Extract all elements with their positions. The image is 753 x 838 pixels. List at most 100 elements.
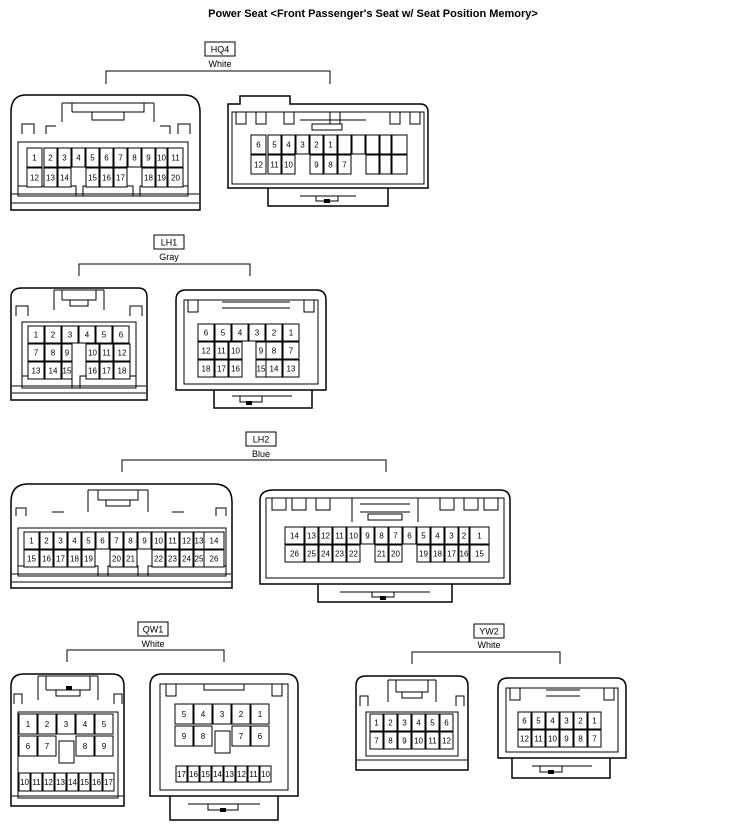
pin-cell bbox=[197, 323, 215, 342]
pin-number: 23 bbox=[335, 550, 344, 559]
pin-cell bbox=[247, 765, 260, 783]
pin-cell bbox=[155, 167, 168, 188]
pin-number: 11 bbox=[428, 737, 437, 746]
pin-cell bbox=[175, 765, 188, 783]
pin-cell bbox=[61, 361, 73, 380]
pin-number: 3 bbox=[255, 329, 260, 338]
pin-number: 12 bbox=[442, 737, 451, 746]
pin-number: 17 bbox=[102, 367, 111, 376]
pin-number: 2 bbox=[272, 329, 277, 338]
pin-number: 10 bbox=[88, 349, 97, 358]
pin-cell bbox=[167, 147, 184, 168]
pin-cell bbox=[265, 341, 283, 360]
pin-cell bbox=[174, 725, 194, 747]
pin-cell bbox=[75, 735, 95, 757]
pin-cell bbox=[374, 544, 389, 563]
pin-number: 7 bbox=[342, 161, 347, 170]
pin-cell bbox=[309, 134, 324, 155]
pin-cell bbox=[66, 772, 79, 792]
pin-number: 10 bbox=[157, 154, 166, 163]
pin-cell bbox=[323, 154, 338, 175]
pin-number: 5 bbox=[102, 720, 107, 729]
pin-cell bbox=[281, 134, 296, 155]
pin-number: 11 bbox=[270, 161, 279, 170]
pin-cell bbox=[458, 526, 470, 545]
pin-number: 8 bbox=[578, 735, 583, 744]
pin-cell bbox=[397, 731, 412, 750]
pin-number: 7 bbox=[239, 732, 244, 741]
pin-cell bbox=[517, 729, 532, 748]
pin-cell bbox=[113, 361, 131, 380]
pin-number: 17 bbox=[447, 550, 456, 559]
pin-number: 5 bbox=[421, 532, 426, 541]
pin-cell bbox=[78, 325, 96, 344]
pin-cell bbox=[365, 154, 380, 175]
pin-cell bbox=[197, 359, 215, 378]
pin-number: 2 bbox=[388, 719, 393, 728]
pin-number: 2 bbox=[314, 141, 319, 150]
pin-number: 17 bbox=[56, 555, 65, 564]
pin-number: 25 bbox=[307, 550, 316, 559]
pin-number: 10 bbox=[154, 537, 163, 546]
pin-cell bbox=[411, 731, 426, 750]
pin-number: 2 bbox=[578, 717, 583, 726]
pin-number: 9 bbox=[365, 532, 370, 541]
pin-cell bbox=[228, 341, 243, 360]
pin-cell bbox=[67, 549, 82, 568]
pin-cell bbox=[81, 531, 96, 550]
pin-number: 15 bbox=[257, 365, 266, 374]
pin-number: 3 bbox=[564, 717, 569, 726]
connector-lh2-id-box bbox=[245, 431, 277, 447]
pin-number: 1 bbox=[374, 719, 379, 728]
pin-cell bbox=[37, 735, 57, 757]
pin-number: 18 bbox=[144, 174, 153, 183]
pin-number: 16 bbox=[189, 770, 198, 779]
pin-cell bbox=[265, 359, 283, 378]
pin-number: 7 bbox=[592, 735, 597, 744]
pin-cell bbox=[23, 531, 40, 550]
pin-cell bbox=[75, 713, 95, 735]
pin-number: 13 bbox=[46, 174, 55, 183]
pin-number: 22 bbox=[154, 555, 163, 564]
pin-cell bbox=[165, 531, 180, 550]
pin-number: 8 bbox=[388, 737, 393, 746]
pin-number: 3 bbox=[64, 720, 69, 729]
pin-cell bbox=[99, 361, 114, 380]
pin-number: 15 bbox=[80, 778, 89, 787]
pin-cell bbox=[61, 343, 73, 362]
connector-lh1-color: Gray bbox=[159, 252, 179, 262]
pin-cell bbox=[587, 729, 602, 748]
connector-qw1-bracket bbox=[66, 649, 225, 662]
pin-number: 10 bbox=[231, 347, 240, 356]
pin-number: 12 bbox=[44, 778, 53, 787]
pin-number: 11 bbox=[168, 537, 177, 546]
pin-cell bbox=[383, 731, 398, 750]
pin-number: 4 bbox=[435, 532, 440, 541]
pin-number: 14 bbox=[270, 365, 279, 374]
key-cavity bbox=[58, 740, 75, 764]
pin-cell bbox=[214, 323, 232, 342]
pin-cell bbox=[430, 544, 445, 563]
pin-number: 1 bbox=[289, 329, 294, 338]
pin-number: 23 bbox=[168, 555, 177, 564]
pin-number: 12 bbox=[202, 347, 211, 356]
pin-number: 5 bbox=[182, 710, 187, 719]
pin-number: 16 bbox=[231, 365, 240, 374]
pin-number: 11 bbox=[335, 532, 344, 541]
pin-cell bbox=[23, 549, 40, 568]
pin-number: 14 bbox=[290, 532, 299, 541]
pin-number: 19 bbox=[419, 550, 428, 559]
pin-cell bbox=[39, 531, 54, 550]
pin-cell bbox=[95, 531, 110, 550]
pin-number: 17 bbox=[217, 365, 226, 374]
pin-number: 8 bbox=[272, 347, 277, 356]
pin-number: 24 bbox=[182, 555, 191, 564]
pin-number: 3 bbox=[62, 154, 67, 163]
pin-cell bbox=[282, 359, 300, 378]
pin-number: 6 bbox=[522, 717, 527, 726]
pin-cell bbox=[102, 772, 115, 792]
connector-lh1-id-box bbox=[153, 234, 185, 250]
pin-cell bbox=[402, 526, 417, 545]
pin-number: 12 bbox=[321, 532, 330, 541]
